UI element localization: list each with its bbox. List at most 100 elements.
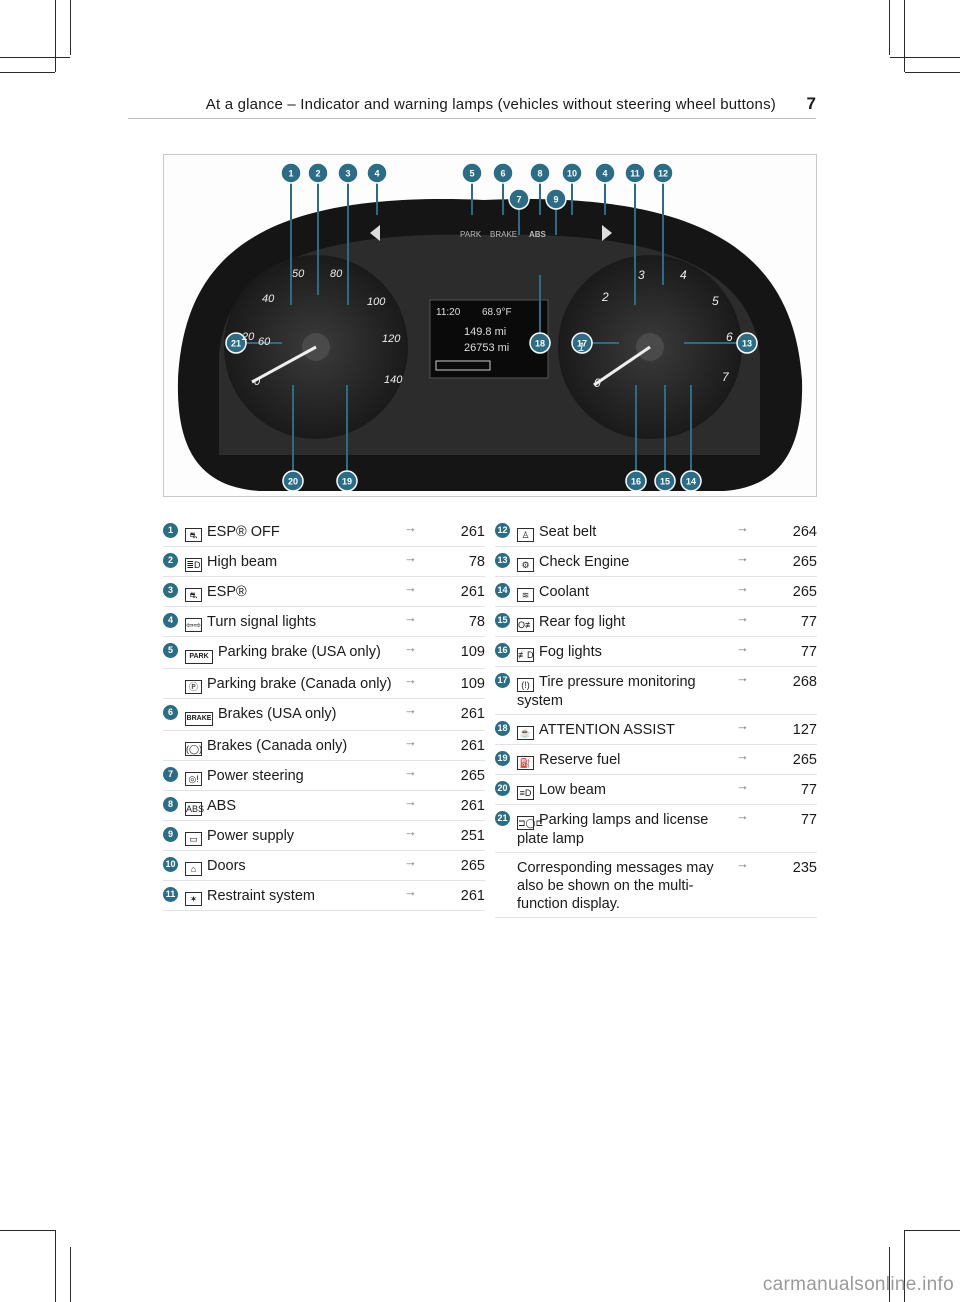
page-reference-link[interactable]: 261 [460, 798, 485, 814]
indicator-label: ABS [207, 798, 237, 814]
page-reference-link[interactable]: 261 [460, 738, 485, 754]
callout-number: 20 [288, 477, 298, 487]
page-reference-link[interactable]: 265 [792, 752, 817, 768]
callout-number: 14 [495, 583, 510, 598]
page-reference-link[interactable]: 261 [460, 706, 485, 722]
indicator-row: 4⇦⇨Turn signal lights→78 [163, 607, 485, 637]
low-beam-icon: ≡D [517, 786, 534, 800]
page-reference-link[interactable]: 109 [460, 644, 485, 660]
indicator-description: O≢Rear fog light [517, 613, 731, 632]
indicator-label: Brakes (USA only) [218, 706, 337, 722]
crop-mark [904, 0, 905, 72]
page-reference-link[interactable]: 251 [460, 828, 485, 844]
park-icon: PARK [185, 650, 213, 664]
callout-bubble [461, 162, 483, 184]
reference-arrow-icon: → [736, 640, 749, 655]
callout-number: 5 [163, 643, 178, 658]
callout-number: 9 [163, 827, 178, 842]
indicator-label: High beam [207, 554, 278, 570]
rpm-tick-label: 0 [594, 376, 601, 390]
page-reference-link[interactable]: 109 [460, 676, 485, 692]
reference-arrow-icon: → [736, 748, 749, 763]
rpm-tick-label: 2 [601, 290, 609, 304]
reference-arrow-icon: → [404, 550, 417, 565]
indicator-description: ⌂Doors [185, 857, 399, 876]
crop-mark [0, 72, 55, 73]
reference-arrow-icon: → [736, 550, 749, 565]
page-reference-link[interactable]: 77 [800, 812, 817, 828]
indicator-description: (◯)Brakes (Canada only) [185, 737, 399, 756]
multifunction-display [429, 299, 549, 379]
rpm-tick-label: 4 [680, 268, 687, 282]
page-reference-link[interactable]: 235 [792, 860, 817, 876]
indicator-row: 3⛐ESP®→261 [163, 577, 485, 607]
indicator-label: Reserve fuel [539, 752, 621, 768]
callout-number: 16 [495, 643, 510, 658]
reserve-fuel-icon: ⛽ [517, 756, 534, 770]
page-reference-link[interactable]: 264 [792, 524, 817, 540]
indicator-row: 13⚙Check Engine→265 [495, 547, 817, 577]
tire-pressure-icon: (!) [517, 678, 534, 692]
page-reference-link[interactable]: 78 [468, 554, 485, 570]
page-reference-link[interactable]: 77 [800, 644, 817, 660]
callout-number: 15 [660, 477, 670, 487]
page-reference-link[interactable]: 261 [460, 888, 485, 904]
callout-bubble [336, 470, 358, 492]
page-reference-link[interactable]: 265 [460, 858, 485, 874]
page-reference-link[interactable]: 261 [460, 584, 485, 600]
page-reference-link[interactable]: 268 [792, 674, 817, 690]
crop-mark [889, 0, 890, 55]
speed-tick-label: 140 [384, 374, 403, 386]
crop-mark [0, 57, 70, 58]
indicator-description: (!)Tire pressure monitoring system [517, 673, 731, 710]
reference-arrow-icon: → [404, 824, 417, 839]
abs-icon: ABS [185, 802, 205, 816]
instrument-cluster-figure: 11:20 68.9°F 149.8 mi 26753 mi PARK BRAK… [163, 154, 817, 497]
callout-number: 18 [495, 721, 510, 736]
indicator-label: Rear fog light [539, 614, 626, 630]
reference-arrow-icon: → [736, 610, 749, 625]
page-reference-link[interactable]: 77 [800, 782, 817, 798]
indicator-row: 18 ☕ATTENTION ASSIST → 127 [495, 715, 817, 745]
reference-arrow-icon: → [736, 718, 749, 733]
reference-arrow-icon: → [404, 672, 417, 687]
page-reference-link[interactable]: 261 [460, 524, 485, 540]
callout-bubble [529, 162, 551, 184]
instrument-cluster-illustration: 11:20 68.9°F 149.8 mi 26753 mi PARK BRAK… [177, 162, 803, 492]
crop-mark [55, 1230, 56, 1302]
rpm-tick-label: 6 [726, 330, 733, 344]
indicator-row: 11✶Restraint system→261 [163, 881, 485, 911]
svg-text:PARK: PARK [460, 230, 482, 239]
indicator-description: ☕ATTENTION ASSIST [517, 721, 731, 740]
page-number: 7 [806, 94, 816, 113]
turn-signal-icon: ⇦⇨ [185, 618, 202, 632]
callout-number: 17 [577, 339, 587, 349]
page-reference-link[interactable]: 265 [460, 768, 485, 784]
brakes-canada-icon: (◯) [185, 742, 203, 756]
indicator-row: Corresponding messages may also be shown… [495, 853, 817, 918]
callout-bubble [282, 470, 304, 492]
seat-belt-icon: ♙ [517, 528, 534, 542]
indicator-description: ⛐ESP® OFF [185, 523, 399, 542]
restraint-icon: ✶ [185, 892, 202, 906]
page-reference-link[interactable]: 127 [792, 722, 817, 738]
page-reference-link[interactable]: 265 [792, 554, 817, 570]
check-engine-icon: ⚙ [517, 558, 534, 572]
callout-bubble [492, 162, 514, 184]
indicator-row: 19⛽Reserve fuel→265 [495, 745, 817, 775]
page-reference-link[interactable]: 77 [800, 614, 817, 630]
indicator-label: Low beam [539, 782, 606, 798]
reference-arrow-icon: → [736, 856, 749, 871]
page-reference-link[interactable]: 78 [468, 614, 485, 630]
indicator-label: ESP® OFF [207, 524, 280, 540]
callout-number: 6 [500, 169, 505, 179]
callout-number: 1 [288, 169, 293, 179]
page-reference-link[interactable]: 265 [792, 584, 817, 600]
indicator-description: ♙Seat belt [517, 523, 731, 542]
